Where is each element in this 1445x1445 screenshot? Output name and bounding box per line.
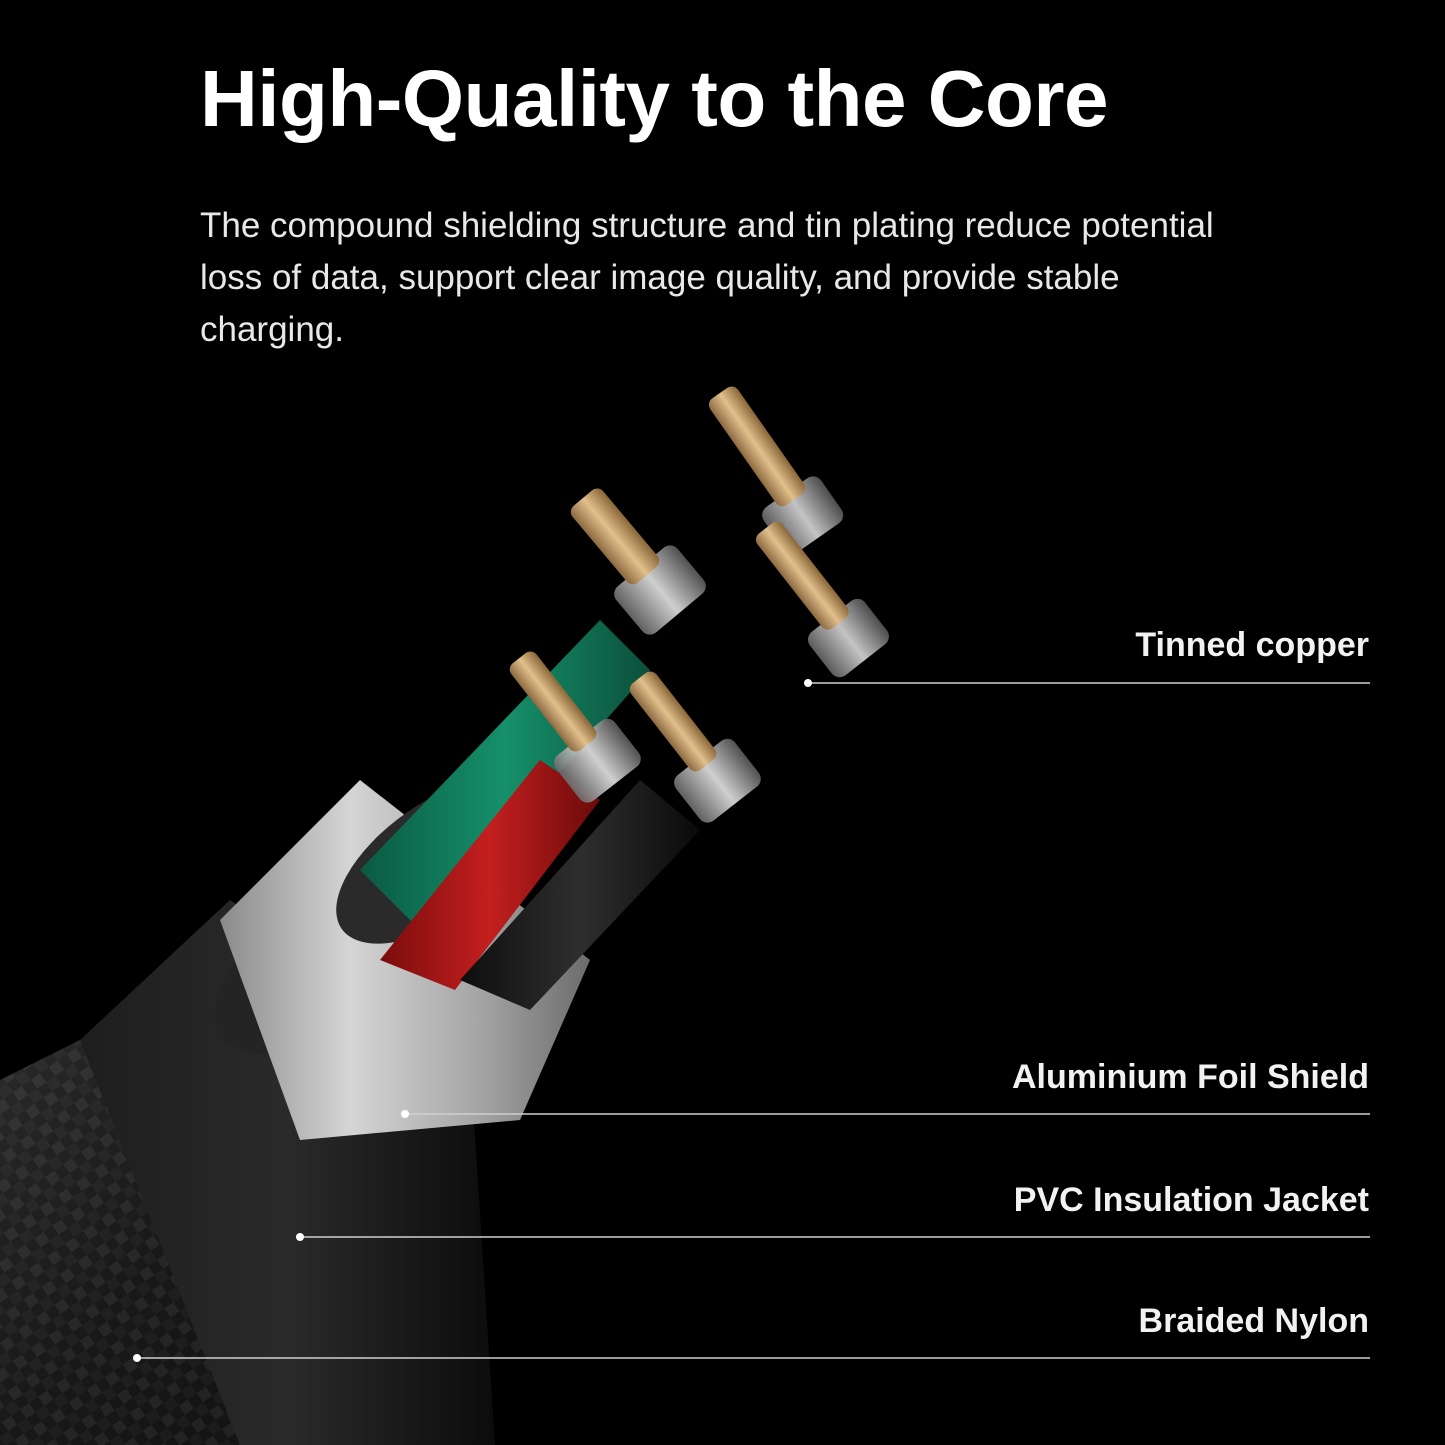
callout-lines	[133, 679, 1370, 1362]
callout-aluminium-foil-shield: Aluminium Foil Shield	[1012, 1058, 1369, 1096]
page-description: The compound shielding structure and tin…	[200, 206, 1214, 349]
callout-tinned-copper: Tinned copper	[1135, 626, 1369, 664]
inner-wire-red	[380, 760, 600, 990]
inner-wire-green	[360, 620, 650, 930]
callout-pvc-insulation-jacket: PVC Insulation Jacket	[1013, 1181, 1369, 1219]
callout-braided-nylon: Braided Nylon	[1138, 1302, 1369, 1340]
page-title: High-Quality to the Core	[200, 54, 1109, 143]
inner-wire-black	[460, 780, 700, 1010]
tinned-copper-conductors	[509, 386, 889, 823]
